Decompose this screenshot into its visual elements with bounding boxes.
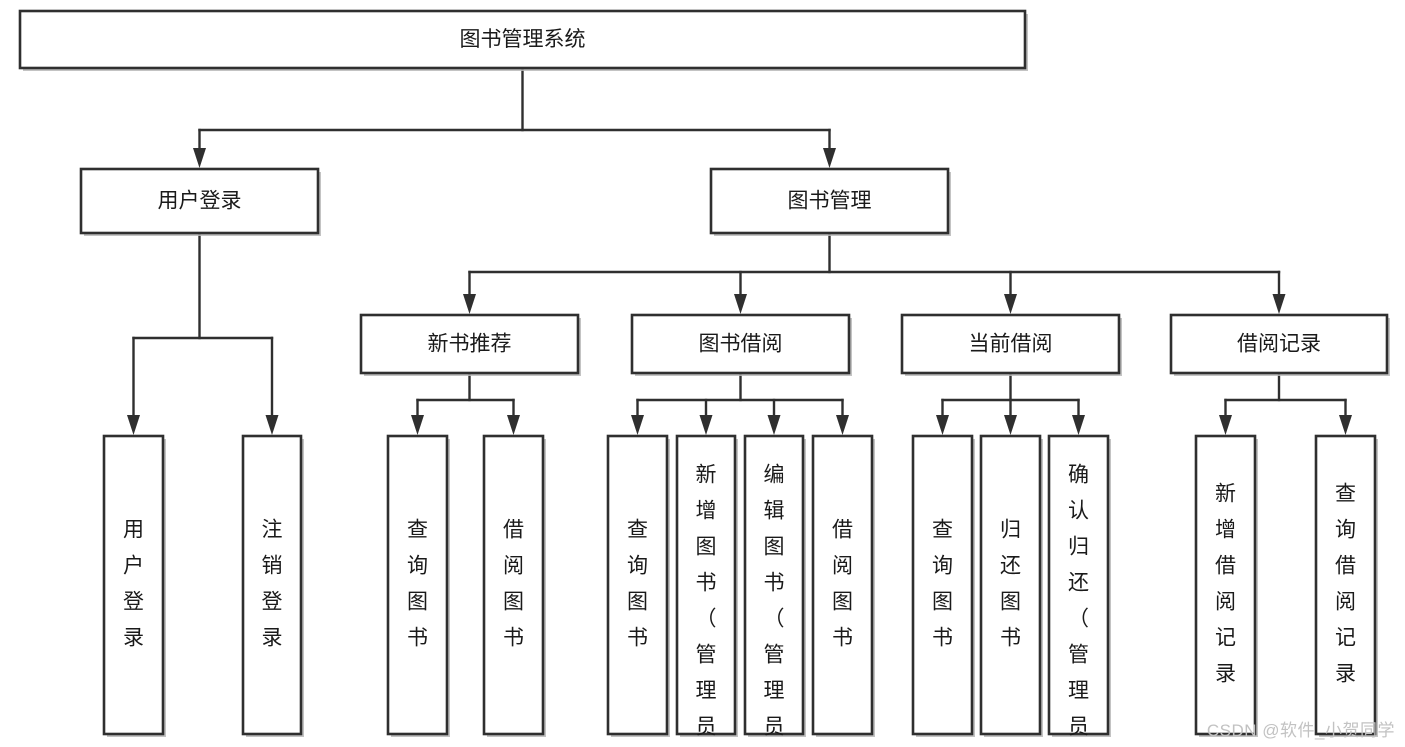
arrow-head-icon [411, 415, 424, 435]
node-box[interactable] [18, 9, 1027, 70]
arrow-head-icon [1219, 415, 1232, 435]
connector-group [631, 371, 849, 435]
node-leaf-edit-book[interactable]: 编辑图书（管理员） [743, 434, 806, 747]
node-root[interactable]: 图书管理系统 [18, 9, 1028, 71]
connector-group [1219, 371, 1352, 435]
arrow-head-icon [1272, 294, 1286, 314]
arrow-head-icon [699, 415, 713, 435]
arrow-head-icon [936, 415, 949, 435]
node-n-borrow-record[interactable]: 借阅记录 [1169, 313, 1390, 376]
node-leaf-query-book-current[interactable]: 查询图书 [911, 434, 975, 737]
node-label: 图书管理 [788, 190, 872, 213]
node-box[interactable] [1194, 434, 1257, 736]
node-box[interactable] [606, 434, 669, 736]
connector-group [411, 371, 520, 435]
node-leaf-confirm-return[interactable]: 确认归还（管理员） [1047, 434, 1111, 747]
node-label: 图书管理系统 [460, 28, 586, 51]
node-box[interactable] [811, 434, 874, 736]
node-leaf-logout[interactable]: 注销登录 [241, 434, 304, 737]
node-box[interactable] [79, 167, 320, 235]
node-box[interactable] [709, 167, 950, 235]
node-label: 借阅图书 [832, 519, 853, 650]
node-n-book-manage[interactable]: 图书管理 [709, 167, 951, 236]
node-box[interactable] [359, 313, 580, 375]
node-label: 用户登录 [158, 190, 242, 213]
arrow-head-icon [836, 415, 849, 435]
node-label: 新增图书（管理员） [696, 464, 717, 747]
node-label: 确认归还（管理员） [1068, 464, 1089, 747]
node-label: 图书借阅 [699, 333, 783, 356]
arrow-head-icon [734, 294, 747, 314]
node-label: 用户登录 [123, 519, 144, 650]
arrow-head-icon [631, 415, 644, 435]
node-label: 查询图书 [932, 519, 953, 650]
arrow-head-icon [507, 415, 520, 435]
node-leaf-query-book-rec[interactable]: 查询图书 [386, 434, 450, 737]
node-label: 查询图书 [407, 519, 428, 650]
node-leaf-borrow-book-rec[interactable]: 借阅图书 [482, 434, 546, 737]
connector-group [127, 231, 279, 435]
node-leaf-add-book[interactable]: 新增图书（管理员） [675, 434, 738, 747]
arrow-head-icon [767, 415, 781, 435]
node-label: 借阅图书 [503, 519, 524, 650]
node-leaf-user-login[interactable]: 用户登录 [102, 434, 166, 737]
arrow-head-icon [1339, 415, 1352, 435]
node-leaf-query-book-borrow[interactable]: 查询图书 [606, 434, 670, 737]
arrow-head-icon [193, 148, 206, 168]
node-box[interactable] [386, 434, 449, 736]
node-box[interactable] [1047, 434, 1110, 736]
node-label: 新增借阅记录 [1215, 483, 1236, 686]
node-label: 查询图书 [627, 519, 648, 650]
node-box[interactable] [979, 434, 1042, 736]
node-box[interactable] [482, 434, 545, 736]
edges-layer [127, 66, 1352, 435]
node-box[interactable] [630, 313, 851, 375]
node-n-user-login[interactable]: 用户登录 [79, 167, 321, 236]
arrow-head-icon [823, 148, 836, 168]
arrow-head-icon [1004, 415, 1017, 435]
node-label: 借阅记录 [1237, 333, 1321, 356]
node-leaf-borrow-book[interactable]: 借阅图书 [811, 434, 875, 737]
arrow-head-icon [463, 294, 476, 314]
node-box[interactable] [1314, 434, 1377, 736]
node-label: 查询借阅记录 [1335, 483, 1356, 686]
node-label: 归还图书 [1000, 519, 1021, 650]
node-box[interactable] [241, 434, 303, 736]
connector-group [463, 231, 1286, 314]
arrow-head-icon [265, 415, 279, 435]
node-leaf-add-borrow-record[interactable]: 新增借阅记录 [1194, 434, 1258, 737]
node-label: 新书推荐 [428, 333, 512, 356]
csdn-watermark: CSDN @软件_小贺同学 [1206, 721, 1395, 740]
node-n-current-borrow[interactable]: 当前借阅 [900, 313, 1122, 376]
node-box[interactable] [102, 434, 165, 736]
node-label: 编辑图书（管理员） [764, 464, 785, 747]
node-box[interactable] [675, 434, 737, 736]
node-label: 当前借阅 [969, 333, 1053, 356]
node-label: 注销登录 [262, 519, 283, 650]
node-n-new-book-rec[interactable]: 新书推荐 [359, 313, 581, 376]
connector-group [193, 66, 836, 168]
node-leaf-query-borrow-record[interactable]: 查询借阅记录 [1314, 434, 1378, 737]
connector-group [936, 371, 1085, 435]
arrow-head-icon [1072, 415, 1085, 435]
node-box[interactable] [1169, 313, 1389, 375]
nodes-layer: 图书管理系统用户登录图书管理新书推荐图书借阅当前借阅借阅记录用户登录注销登录查询… [18, 9, 1390, 747]
arrow-head-icon [127, 415, 140, 435]
arrow-head-icon [1004, 294, 1017, 314]
node-box[interactable] [911, 434, 974, 736]
node-box[interactable] [743, 434, 805, 736]
node-box[interactable] [900, 313, 1121, 375]
node-n-book-borrow[interactable]: 图书借阅 [630, 313, 852, 376]
node-leaf-return-book[interactable]: 归还图书 [979, 434, 1043, 737]
